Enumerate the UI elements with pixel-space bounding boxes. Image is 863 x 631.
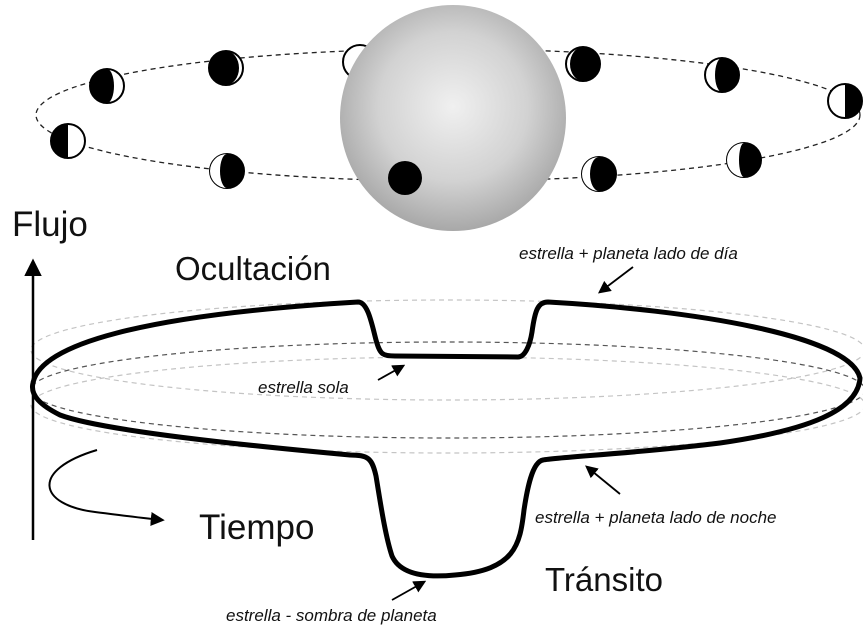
planet-phase-top-4 — [565, 46, 601, 82]
transit-label: Tránsito — [545, 561, 663, 598]
planet-phase-bottom-4 — [581, 156, 617, 192]
planet-phase-top-left — [89, 68, 125, 104]
annotation-star-dayside: estrella + planeta lado de día — [519, 244, 738, 263]
time-rotation-arrow — [48, 449, 165, 526]
pointer-nightside — [585, 465, 621, 495]
annotation-star-shadow: estrella - sombra de planeta — [226, 606, 437, 625]
occultation-label: Ocultación — [175, 250, 331, 287]
guide-nightside-level — [30, 356, 863, 454]
planet-transit — [388, 161, 422, 195]
flux-axis-label: Flujo — [12, 205, 88, 244]
planet-phase-right — [827, 83, 863, 119]
star — [340, 5, 566, 231]
planet-phase-top-5 — [704, 57, 740, 93]
time-axis-label: Tiempo — [199, 508, 315, 547]
guide-dayside-level — [30, 299, 863, 401]
planet-phase-left — [50, 123, 86, 159]
pointer-star-alone — [377, 364, 406, 381]
annotation-star-alone: estrella sola — [258, 378, 349, 397]
pointer-shadow — [391, 580, 427, 601]
planet-phase-top-2 — [208, 50, 244, 86]
planet-phase-bottom-2 — [209, 153, 245, 189]
planet-phase-bottom-5 — [726, 142, 762, 178]
phase-light-curve — [29, 299, 863, 579]
pointer-dayside — [597, 266, 634, 294]
annotation-star-nightside: estrella + planeta lado de noche — [535, 508, 777, 527]
